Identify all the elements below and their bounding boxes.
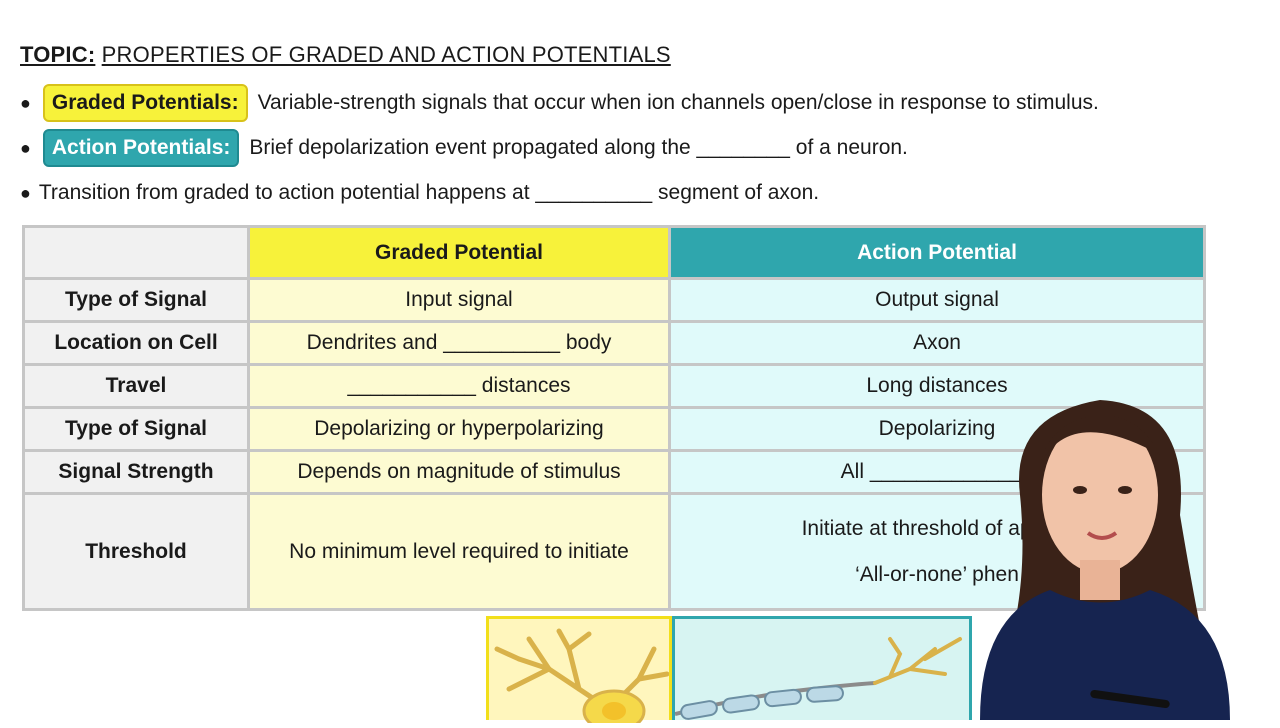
row-label: Signal Strength xyxy=(22,449,250,495)
bullet-dot-icon: ● xyxy=(20,92,31,113)
neuron-illustration xyxy=(486,616,672,728)
bullet-text: Transition from graded to action potenti… xyxy=(38,181,820,204)
topic-label: TOPIC: xyxy=(20,42,96,67)
row-label: Travel xyxy=(22,363,250,409)
row-label: Threshold xyxy=(22,492,250,611)
bullet-action: ● Action Potentials: Brief depolarizatio… xyxy=(20,129,908,167)
myelinated-axon-icon xyxy=(674,637,962,720)
bullet-text: Variable-strength signals that occur whe… xyxy=(257,91,1099,114)
bullet-dot-icon: ● xyxy=(20,182,31,203)
graded-cell: Depends on magnitude of stimulus xyxy=(247,449,671,495)
graded-cell: ___________ distances xyxy=(247,363,671,409)
table-row: Signal Strength Depends on magnitude of … xyxy=(22,449,1206,495)
action-potentials-tag: Action Potentials: xyxy=(42,129,240,167)
row-label: Type of Signal xyxy=(22,406,250,452)
table-corner-cell xyxy=(22,225,250,280)
topic-title: PROPERTIES OF GRADED AND ACTION POTENTIA… xyxy=(101,42,671,67)
comparison-table: Graded Potential Action Potential Type o… xyxy=(22,225,1206,611)
graded-cell: Dendrites and __________ body xyxy=(247,320,671,366)
bullet-text: Brief depolarization event propagated al… xyxy=(249,136,908,159)
presenter-video-overlay xyxy=(940,375,1240,720)
threshold-line-2: ‘All-or-none’ phen xyxy=(855,562,1019,586)
table-header-row: Graded Potential Action Potential xyxy=(22,225,1206,280)
action-cell: Long distances xyxy=(668,363,1206,409)
table-row: Travel ___________ distances Long distan… xyxy=(22,363,1206,409)
action-potential-header: Action Potential xyxy=(668,225,1206,280)
table-row: Type of Signal Input signal Output signa… xyxy=(22,277,1206,323)
bullet-dot-icon: ● xyxy=(20,137,31,158)
bullet-graded: ● Graded Potentials: Variable-strength s… xyxy=(20,84,1099,122)
topic-heading: TOPIC: PROPERTIES OF GRADED AND ACTION P… xyxy=(20,42,671,68)
row-label: Location on Cell xyxy=(22,320,250,366)
action-cell: Axon xyxy=(668,320,1206,366)
action-cell: Output signal xyxy=(668,277,1206,323)
row-label: Type of Signal xyxy=(22,277,250,323)
graded-cell: Input signal xyxy=(247,277,671,323)
graded-potentials-tag: Graded Potentials: xyxy=(42,84,248,122)
graded-potential-header: Graded Potential xyxy=(247,225,671,280)
axon-illustration xyxy=(672,616,972,720)
graded-cell: Depolarizing or hyperpolarizing xyxy=(247,406,671,452)
table-row: Location on Cell Dendrites and _________… xyxy=(22,320,1206,366)
graded-cell: No minimum level required to initiate xyxy=(247,492,671,611)
neuron-cell-icon xyxy=(494,628,670,728)
presenter-icon xyxy=(980,400,1230,720)
threshold-line-1: Initiate at threshold of approx xyxy=(801,516,1073,540)
bullet-transition: ● Transition from graded to action poten… xyxy=(20,181,819,205)
